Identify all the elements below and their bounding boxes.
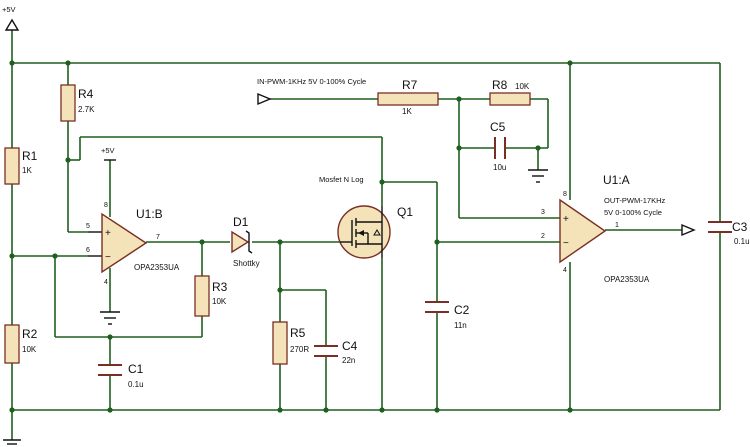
c3-value: 0.1u <box>734 237 750 246</box>
r7-ref: R7 <box>402 78 418 92</box>
u1a-pin-1: 1 <box>615 222 619 229</box>
capacitor-c2: C2 11n <box>425 301 470 330</box>
u1a-pin-3: 3 <box>541 209 545 216</box>
svg-text:+: + <box>105 228 111 239</box>
d1-value: Shottky <box>233 259 260 268</box>
r3-value: 10K <box>212 297 227 306</box>
c2-value: 11n <box>454 321 467 330</box>
c1-ref: C1 <box>128 362 144 376</box>
r1-ref: R1 <box>22 149 38 163</box>
r8-value: 10K <box>515 82 530 91</box>
u1a-part: OPA2353UA <box>604 275 650 284</box>
u1b-part: OPA2353UA <box>134 263 180 272</box>
output-label-line1: OUT-PWM-17KHz <box>604 196 666 205</box>
input-label: IN-PWM-1KHz 5V 0-100% Cycle <box>257 77 366 86</box>
capacitor-c4: C4 22n <box>314 339 358 365</box>
vcc-opamp-symbol: +5V <box>101 146 116 161</box>
r2-ref: R2 <box>22 327 38 341</box>
r5-value: 270R <box>290 345 309 354</box>
wires <box>11 30 721 440</box>
output-terminal: OUT-PWM-17KHz 5V 0-100% Cycle <box>604 196 696 237</box>
u1b-ref: U1:B <box>136 207 163 221</box>
vcc-opamp-label: +5V <box>101 146 115 155</box>
capacitor-c1: C1 0.1u <box>98 362 144 389</box>
resistor-r7: R7 1K <box>377 78 439 116</box>
resistor-r1: R1 1K <box>4 147 38 185</box>
d1-ref: D1 <box>233 215 249 229</box>
u1b-pin-8: 8 <box>104 202 108 209</box>
vcc-top-label: +5V <box>2 5 16 14</box>
r4-ref: R4 <box>78 87 94 101</box>
c4-ref: C4 <box>342 339 358 353</box>
r3-ref: R3 <box>212 280 228 294</box>
ground-bottom-symbol <box>3 439 21 445</box>
ground-c5-symbol <box>528 169 548 183</box>
mosfet-q1: Q1 Mosfet N Log <box>319 175 413 259</box>
capacitor-c5: C5 10u <box>490 120 506 172</box>
opamp-u1a: + − 3 2 1 8 4 U1:A OPA2353UA <box>541 173 650 284</box>
resistor-r8: R8 10K <box>489 78 531 106</box>
u1b-pin-5: 5 <box>86 223 90 230</box>
r5-ref: R5 <box>290 326 306 340</box>
capacitor-c3: C3 0.1u <box>708 220 750 246</box>
c3-ref: C3 <box>732 220 748 234</box>
r2-value: 10K <box>22 345 37 354</box>
c4-value: 22n <box>342 356 355 365</box>
output-label-line2: 5V 0-100% Cycle <box>604 208 662 217</box>
u1a-pin-8: 8 <box>563 191 567 198</box>
ground-u1b-symbol <box>100 311 120 325</box>
junctions <box>9 60 573 413</box>
r8-ref: R8 <box>492 78 508 92</box>
q1-label: Mosfet N Log <box>319 175 364 184</box>
svg-text:−: − <box>563 238 569 249</box>
c1-value: 0.1u <box>128 380 144 389</box>
resistor-r5: R5 270R <box>272 321 309 365</box>
resistor-r3: R3 10K <box>194 275 228 317</box>
u1b-pin-6: 6 <box>86 247 90 254</box>
q1-ref: Q1 <box>397 205 413 219</box>
u1a-pin-4: 4 <box>563 267 567 274</box>
u1a-pin-2: 2 <box>541 233 545 240</box>
c5-value: 10u <box>493 163 506 172</box>
u1b-pin-7: 7 <box>156 234 160 241</box>
r1-value: 1K <box>22 166 32 175</box>
c2-ref: C2 <box>454 303 470 317</box>
u1a-ref: U1:A <box>603 173 630 187</box>
opamp-u1b: + − 5 6 7 8 4 U1:B OPA2353UA <box>86 202 180 286</box>
r7-value: 1K <box>402 107 412 116</box>
u1b-pin-4: 4 <box>104 279 108 286</box>
input-terminal: IN-PWM-1KHz 5V 0-100% Cycle <box>257 77 366 106</box>
resistor-r4: R4 2.7K <box>60 84 95 122</box>
c5-ref: C5 <box>490 120 506 134</box>
diode-d1: D1 Shottky <box>231 215 260 268</box>
resistor-r2: R2 10K <box>4 324 38 364</box>
svg-text:−: − <box>105 252 111 263</box>
r4-value: 2.7K <box>78 105 95 114</box>
vcc-top-symbol: +5V <box>2 5 20 31</box>
svg-text:+: + <box>563 214 569 225</box>
